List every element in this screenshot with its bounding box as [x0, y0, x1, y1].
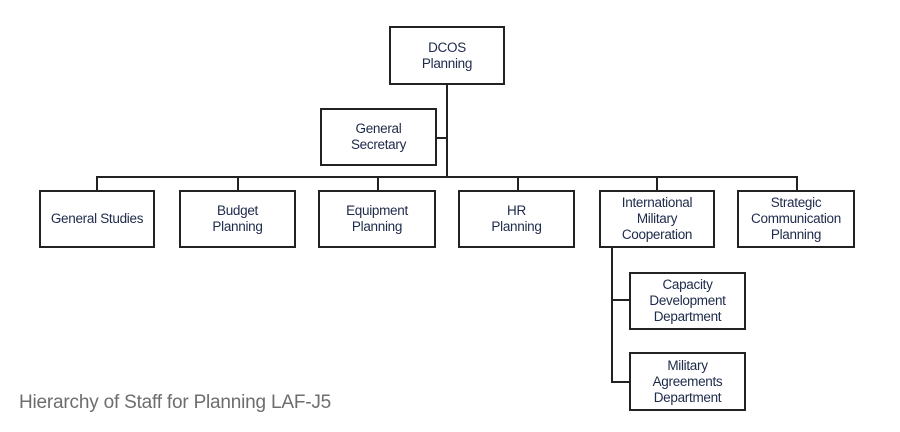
node-label-line: Development — [649, 293, 726, 308]
node-label-line: Equipment — [346, 203, 408, 218]
node-label-line: Budget — [217, 203, 258, 218]
node-label-line: Department — [653, 389, 722, 405]
node-general-studies: General Studies — [39, 190, 155, 248]
figure-caption: Hierarchy of Staff for Planning LAF-J5 — [19, 392, 332, 413]
node-label-line: Secretary — [350, 137, 407, 152]
node-label-line: Planning — [770, 227, 822, 242]
node-label-line: General — [355, 121, 402, 136]
node-label: General Studies — [50, 211, 144, 227]
node-label-line: Planning — [491, 219, 542, 234]
node-label-line: Cooperation — [621, 227, 693, 242]
node-label-line: Communication — [751, 211, 841, 226]
node-label-line: Military — [667, 357, 708, 373]
node-label-line: Agreements — [652, 373, 723, 389]
node-label-line: Military — [636, 211, 678, 226]
node-label-line: Planning — [421, 55, 473, 71]
node-label-line: Planning — [351, 219, 403, 234]
node-label-line: General Studies — [50, 211, 144, 226]
node-label-line: Department — [653, 309, 722, 324]
node-label-line: DCOS — [428, 39, 466, 55]
node-label-line: Capacity — [662, 277, 713, 292]
node-label-line: International — [621, 195, 693, 210]
node-label-line: HR — [507, 203, 526, 218]
node-label-line: Strategic — [770, 195, 822, 210]
node-label-line: Planning — [212, 219, 263, 234]
